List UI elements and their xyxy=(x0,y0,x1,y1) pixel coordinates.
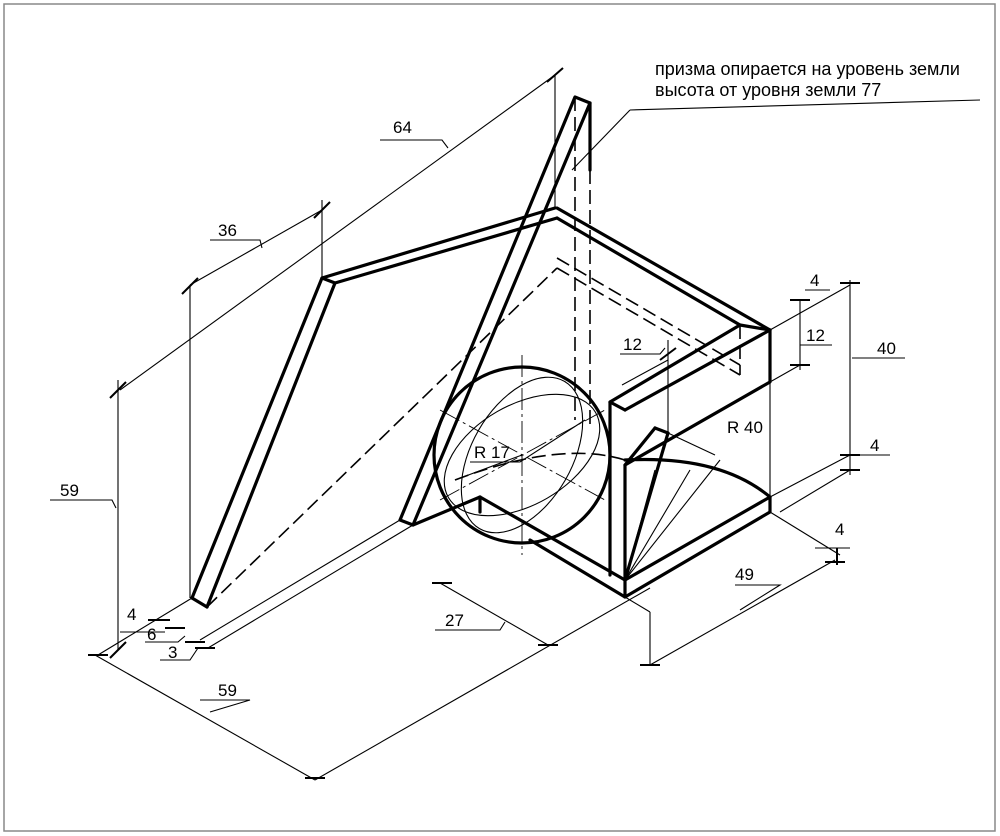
radius-17: R 17 xyxy=(474,443,510,462)
left-slanted-wall xyxy=(190,206,559,609)
dim-27: 27 xyxy=(445,611,464,630)
dim-59-bottom: 59 xyxy=(218,681,237,700)
dim-12-top: 12 xyxy=(623,335,642,354)
base-plate xyxy=(454,452,772,599)
dim-6-left: 6 xyxy=(147,625,156,644)
triangular-prism xyxy=(199,95,592,649)
dim-4-right-mid: 4 xyxy=(870,436,879,455)
annotation-note: призма опирается на уровень земли высота… xyxy=(655,59,960,100)
note-line-2: высота от уровня земли 77 xyxy=(655,80,881,100)
dimension-lines xyxy=(50,67,981,781)
dim-40: 40 xyxy=(877,339,896,358)
dim-49: 49 xyxy=(735,565,754,584)
dim-59-vertical: 59 xyxy=(60,481,79,500)
dim-4-left: 4 xyxy=(127,605,136,624)
sheet-frame xyxy=(3,3,996,832)
sphere xyxy=(432,355,612,555)
radius-40: R 40 xyxy=(727,418,763,437)
dim-4-right-bottom: 4 xyxy=(835,520,844,539)
dim-12-mid: 12 xyxy=(806,326,825,345)
note-line-1: призма опирается на уровень земли xyxy=(655,59,960,79)
dimension-labels: 64 36 59 4 6 3 59 27 49 4 4 4 12 12 40 R… xyxy=(60,118,896,700)
dim-3-left: 3 xyxy=(168,643,177,662)
dim-64: 64 xyxy=(393,118,412,137)
box-frame xyxy=(555,206,772,599)
dim-4-top: 4 xyxy=(810,271,819,290)
dim-36: 36 xyxy=(218,221,237,240)
